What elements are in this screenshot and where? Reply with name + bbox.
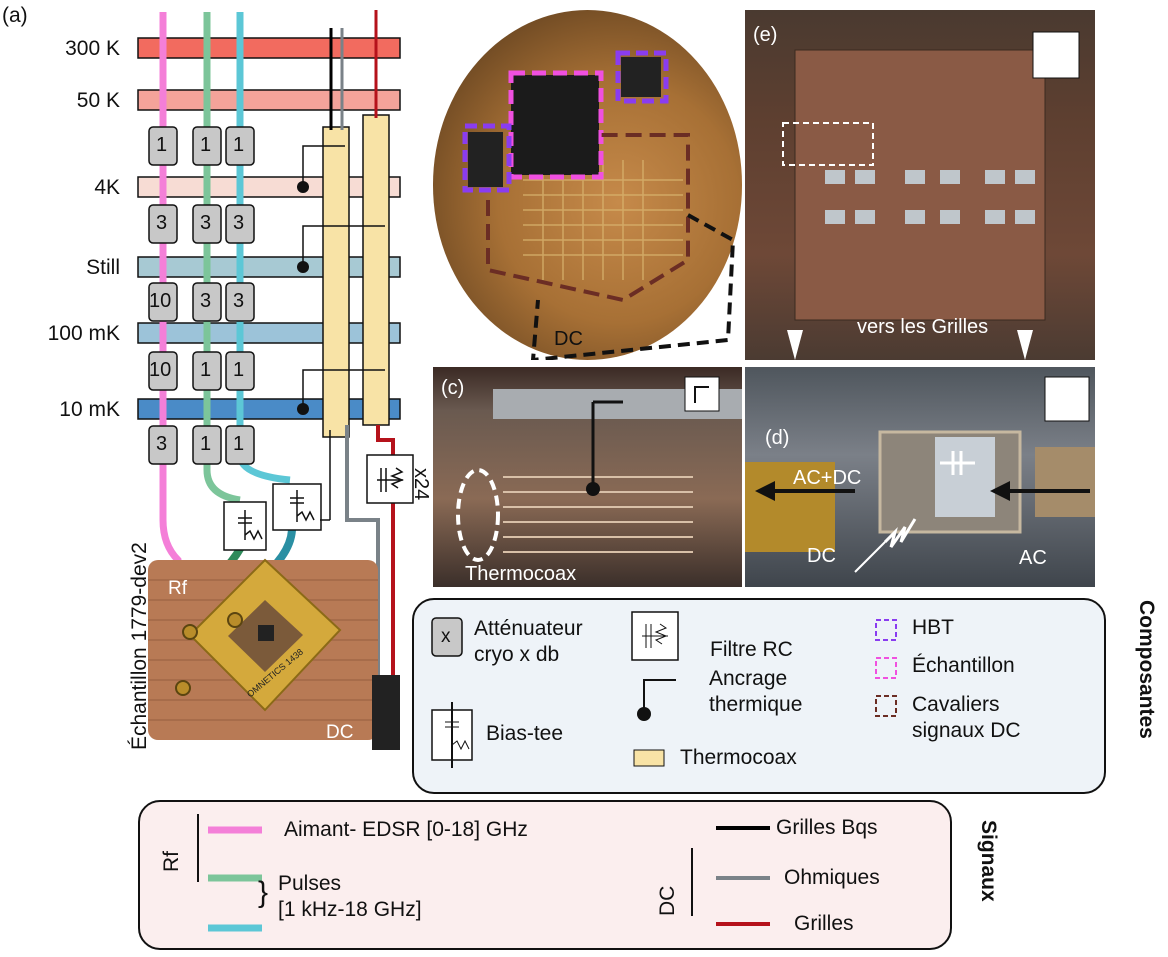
attenuator-value: 1 [200,134,211,157]
attenuator-value: 1 [233,134,244,157]
attenuator-value: 1 [200,359,211,382]
stage-bar-50k [138,90,400,110]
attenuator-value: 10 [149,290,171,313]
panel-e-bottom-label: vers les Grilles [857,316,988,339]
x24-multiplier: x24 [409,468,432,500]
legend-cavaliers-swatch [876,696,896,716]
attenuator-value: 3 [233,290,244,313]
legend-bias-tee-text: Bias-tee [486,722,563,746]
panel-d-photo: (d) AC+DC DC AC [745,367,1095,587]
legend-attenuator-symbol: x [441,626,451,648]
stage-label-10mk: 10 mK [0,398,120,422]
legend-rc-filter-text: Filtre RC [710,638,793,662]
stage-bar-100mk [138,323,400,343]
panel-b-label: (b) [449,24,473,47]
rc-filter-box [367,455,413,503]
stage-bar-300k [138,38,400,58]
legend-pulses-line1: Pulses [278,872,341,896]
attenuator-value: 3 [156,212,167,235]
panel-d-acdc-label: AC+DC [793,467,861,490]
attenuator-value: 3 [233,212,244,235]
stage-bar-4k [138,177,400,197]
legend-dc-group: DC [656,886,680,916]
attenuator-value: 1 [156,134,167,157]
signals-title: Signaux [976,820,1000,902]
legend-grilles-bqs-text: Grilles Bqs [776,816,878,840]
panel-e-label: (e) [753,24,777,47]
panel-b-photo: (b) DC [433,10,742,360]
attenuator-value: 1 [200,433,211,456]
legend-hbt-text: HBT [912,616,954,640]
legend-hbt-swatch [876,620,896,640]
thermal-anchor-10mk [297,403,309,415]
legend-thermocoax-swatch [634,750,664,766]
panel-c-photo: (c) Thermocoax [433,367,742,587]
stage-label-50k: 50 K [0,89,120,113]
attenuator-value: 3 [156,433,167,456]
legend-rf-group: Rf [160,851,184,872]
legend-pulses-line2: [1 kHz-18 GHz] [278,898,422,922]
panel-c-label: (c) [441,377,464,400]
legend-echantillon-swatch [876,658,896,678]
legend-attenuator-text: Atténuateur cryo x db [474,616,584,668]
stage-label-still: Still [0,256,120,280]
panel-c-thermocoax-label: Thermocoax [465,563,576,586]
attenuator-value: 10 [149,359,171,382]
thermocoax-tube-1 [323,127,349,437]
legend-thermal-anchor-dot [637,707,651,721]
legend-grilles-text: Grilles [794,912,854,936]
components-title: Composantes [1134,600,1158,739]
stage-label-100mk: 100 mK [0,322,120,346]
attenuator-value: 3 [200,290,211,313]
stage-label-4k: 4K [0,176,120,200]
dc-connector [372,675,400,750]
rf-label: Rf [168,578,187,600]
attenuator-value: 1 [233,433,244,456]
legend-thermocoax-text: Thermocoax [680,746,797,770]
stage-bar-still [138,257,400,277]
panel-e-photo: (e) vers les Grilles [745,10,1095,360]
stage-label-300k: 300 K [0,37,120,61]
legend-echantillon-text: Échantillon [912,654,1015,678]
panel-b-dc-label: DC [554,328,583,351]
panel-d-dc-label: DC [807,545,836,568]
attenuator-value: 1 [233,359,244,382]
components-legend: x Atténuateur cryo x db Filtre RC Ancrag… [412,598,1106,794]
panel-d-label: (d) [765,427,789,450]
legend-aimant-text: Aimant- EDSR [0-18] GHz [284,818,528,842]
thermocoax-ellipse [458,470,498,560]
signals-legend: Rf Aimant- EDSR [0-18] GHz } Pulses [1 k… [138,800,952,950]
attenuator-value: 3 [200,212,211,235]
legend-ohmiques-text: Ohmiques [784,866,880,890]
panel-d-ac-label: AC [1019,547,1047,570]
thermal-anchor-4k [297,181,309,193]
sample-name: Échantillon 1779-dev2 [128,542,152,750]
legend-pulses-brace: } [258,876,268,910]
legend-cavaliers-text: Cavaliers signaux DC [912,692,1062,744]
dc-label: DC [326,722,353,744]
thermocoax-tube-2 [363,115,389,425]
legend-thermal-anchor-text: Ancrage thermique [709,666,829,718]
stage-bar-10mk [138,399,400,419]
thermal-anchor-still [297,261,309,273]
